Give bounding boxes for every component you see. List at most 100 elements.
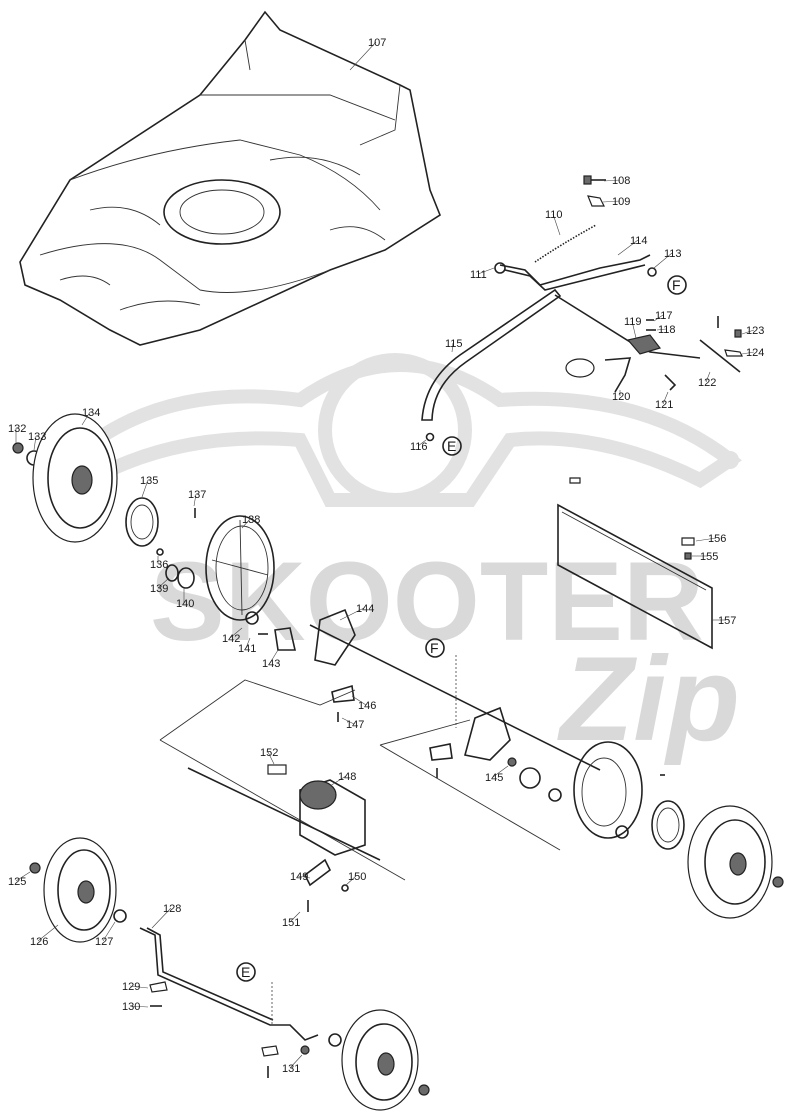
part-number-156: 156 <box>708 533 726 545</box>
part-number-118: 118 <box>658 324 676 336</box>
leader-line-124 <box>741 351 755 355</box>
leader-line-145 <box>492 765 509 778</box>
leader-line-139 <box>157 577 170 589</box>
part-number-144: 144 <box>356 603 374 615</box>
leader-line-146 <box>351 695 367 706</box>
leader-line-126 <box>37 924 59 942</box>
part-number-125: 125 <box>8 876 26 888</box>
part-number-108: 108 <box>612 175 630 187</box>
leader-line-127 <box>102 921 116 942</box>
part-number-115: 115 <box>445 338 463 350</box>
leader-line-113 <box>653 252 673 269</box>
leader-line-123 <box>741 329 755 335</box>
part-number-141: 141 <box>238 643 256 655</box>
part-number-135: 135 <box>140 475 158 487</box>
rear-axle <box>159 608 601 881</box>
leader-line-115 <box>451 342 454 353</box>
leader-line-108 <box>603 179 621 182</box>
part-number-148: 148 <box>338 771 356 783</box>
gearbox <box>187 764 381 912</box>
leader-line-135 <box>141 479 149 498</box>
leader-line-151 <box>289 911 301 923</box>
part-number-126: 126 <box>30 936 48 948</box>
leader-line-107 <box>349 41 377 71</box>
rear-flap <box>557 477 713 650</box>
part-number-labels: 107 108 109 110 111 113 114 115 116 117 118 119 120 1… <box>8 37 764 1075</box>
part-number-140: 140 <box>176 598 194 610</box>
part-number-132: 132 <box>8 423 26 435</box>
part-number-107: 107 <box>368 37 386 49</box>
part-number-137: 137 <box>188 489 206 501</box>
leader-line-130 <box>129 1005 149 1008</box>
part-number-124: 124 <box>746 347 764 359</box>
part-number-122: 122 <box>698 377 716 389</box>
part-number-143: 143 <box>262 658 280 670</box>
part-number-147: 147 <box>346 719 364 731</box>
part-number-134: 134 <box>82 407 100 419</box>
part-number-131: 131 <box>282 1063 300 1075</box>
rear-wheel-assembly-right <box>519 741 784 919</box>
leader-line-128 <box>151 907 172 929</box>
part-number-117: 117 <box>655 310 673 322</box>
rear-wheel-assembly-left <box>12 413 297 651</box>
leader-line-149 <box>297 875 311 879</box>
leader-line-121 <box>662 391 669 405</box>
part-number-157: 157 <box>718 615 736 627</box>
ref-label-e-1: E <box>447 438 456 454</box>
leader-line-137 <box>193 493 197 507</box>
part-number-142: 142 <box>222 633 240 645</box>
part-number-151: 151 <box>282 917 300 929</box>
leader-line-122 <box>705 371 711 383</box>
part-number-136: 136 <box>150 559 168 571</box>
deck-housing <box>19 10 441 346</box>
part-number-146: 146 <box>358 700 376 712</box>
leader-line-134 <box>81 411 91 426</box>
leader-line-114 <box>617 239 639 256</box>
part-number-114: 114 <box>630 235 648 247</box>
leader-line-110 <box>552 213 561 236</box>
part-number-155: 155 <box>700 551 718 563</box>
leader-line-152 <box>267 751 275 765</box>
leader-line-147 <box>341 717 355 725</box>
leader-line-109 <box>602 200 621 203</box>
part-number-116: 116 <box>410 441 428 453</box>
reference-markers: F E F E <box>236 275 687 982</box>
part-number-133: 133 <box>28 431 46 443</box>
part-number-121: 121 <box>655 399 673 411</box>
leader-line-150 <box>344 875 357 887</box>
part-number-130: 130 <box>122 1001 140 1013</box>
part-number-128: 128 <box>163 903 181 915</box>
leader-line-119 <box>631 320 637 339</box>
watermark-script: Zip <box>557 632 740 766</box>
leader-line-133 <box>33 435 37 451</box>
leader-line-131 <box>289 1054 303 1069</box>
part-number-138: 138 <box>242 514 260 526</box>
part-number-127: 127 <box>95 936 113 948</box>
part-number-109: 109 <box>612 196 630 208</box>
ref-label-f-2: F <box>430 640 439 656</box>
height-adjust-assembly <box>421 175 743 442</box>
leader-line-141 <box>245 637 251 649</box>
part-number-110: 110 <box>545 209 563 221</box>
part-number-113: 113 <box>664 248 682 260</box>
ref-label-e-2: E <box>241 964 250 980</box>
leader-line-148 <box>329 775 347 787</box>
part-number-119: 119 <box>624 316 642 328</box>
leader-line-144 <box>339 607 365 621</box>
part-number-111: 111 <box>470 269 487 281</box>
part-number-149: 149 <box>290 871 308 883</box>
part-number-150: 150 <box>348 871 366 883</box>
leader-line-111 <box>477 267 495 275</box>
leader-line-138 <box>241 518 251 529</box>
leader-line-117 <box>653 314 664 322</box>
leader-line-116 <box>417 439 427 447</box>
leader-line-143 <box>269 649 279 664</box>
part-number-139: 139 <box>150 583 168 595</box>
part-number-145: 145 <box>485 772 503 784</box>
leader-line-129 <box>129 985 149 989</box>
leader-line-142 <box>229 627 243 639</box>
part-number-120: 120 <box>612 391 630 403</box>
part-number-123: 123 <box>746 325 764 337</box>
ref-label-f-1: F <box>672 277 681 293</box>
